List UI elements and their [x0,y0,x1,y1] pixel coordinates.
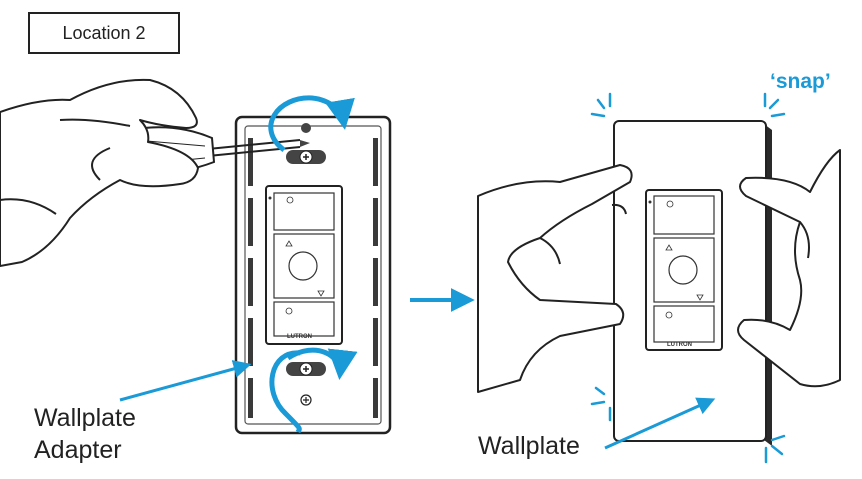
adapter-label-line2: Adapter [34,436,122,464]
adapter-callout-line [119,360,252,402]
hand-right-icon [737,149,841,388]
wallplate-label: Wallplate [478,432,580,460]
rotation-arrow-top [268,95,355,152]
brand-right: LUTRON [667,342,692,348]
adapter-label-line1: Wallplate [34,404,136,432]
adapter-slots [248,138,378,418]
dimmer-switch-right: LUTRON [645,189,723,351]
location-label: Location 2 [28,12,180,54]
hand-icon [0,78,199,267]
wallplate-callout-line [604,397,716,450]
dimmer-switch-left: LUTRON [265,185,343,345]
rotation-arrow-bottom [269,347,358,434]
brand-left: LUTRON [287,334,312,340]
snap-label: ‘snap’ [770,70,831,93]
hand-left-icon [477,164,633,393]
snap-burst-icon [590,92,786,464]
